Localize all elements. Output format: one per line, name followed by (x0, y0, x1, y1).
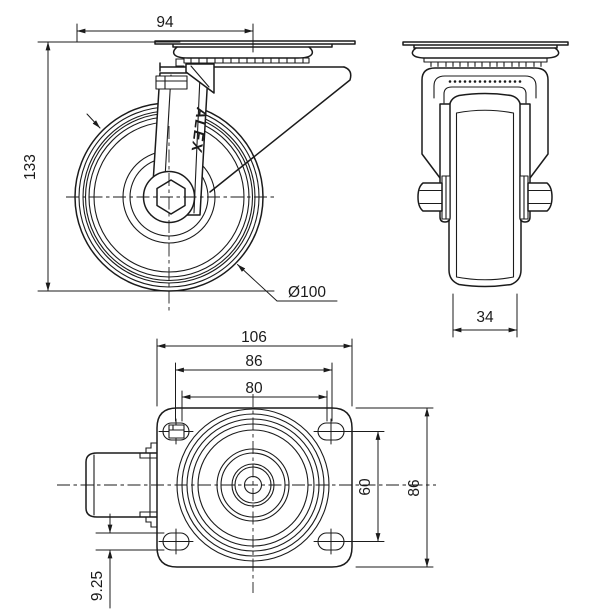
bolt-head-tl-lines (168, 424, 185, 431)
dim-wheel-width: 34 (476, 309, 494, 326)
bolt-slot-tl (162, 422, 190, 441)
dimension-wheel-width: 34 (452, 293, 518, 338)
axle-nut-right-facets (527, 189, 551, 205)
dimension-plate-width: 86 (355, 407, 434, 568)
mounting-plate-plan (156, 407, 353, 568)
bolt-head-tl (168, 424, 185, 439)
fork-tab-plan-top (139, 442, 158, 459)
front-view: ALEX 94 133 Ø100 (22, 14, 356, 312)
swivel-head-side (421, 67, 549, 179)
wheel-plan-inner-lines (93, 452, 151, 518)
dim-bolt-span-narrow: 80 (245, 380, 263, 397)
swivel-crown-front (172, 46, 314, 59)
dim-slot-width: 9.25 (89, 571, 106, 601)
extension-line (37, 41, 275, 292)
bolt-slot-bl (162, 532, 190, 551)
mounting-plate-side (402, 41, 569, 49)
axle-nut-right (527, 182, 553, 212)
dim-overall-height: 133 (22, 154, 39, 180)
dimension-swivel-radius: 94 (76, 14, 254, 53)
dim-plate-width: 86 (406, 479, 423, 496)
bolt-slot-tr (317, 422, 345, 441)
dimension-wheel-diameter: Ø100 (237, 264, 338, 302)
swivel-crown-side (411, 47, 560, 59)
dimension-bolt-span-narrow: 80 (181, 380, 328, 422)
fork-tab-lines (155, 75, 188, 90)
extension-line (175, 362, 333, 422)
bolt-slots (158, 418, 349, 555)
dimension-overall-height: 133 (22, 41, 275, 292)
axle-nut-left-facets (419, 189, 443, 205)
inner-lip-side (443, 86, 527, 104)
axle-nut-left (417, 182, 443, 212)
fork-tab-plan-bottom (139, 511, 158, 528)
inner-race-side (433, 75, 537, 99)
mounting-plate-front (154, 40, 356, 48)
ball-race-ticks-side (430, 61, 542, 67)
bearing-balls (448, 80, 522, 83)
dim-wheel-diameter: Ø100 (288, 284, 326, 301)
wheel-tread-edges-side (455, 109, 515, 281)
rear-fork-leg-front (209, 66, 352, 193)
extension-line (95, 532, 165, 609)
extension-line (355, 407, 434, 568)
ball-race-side (423, 57, 548, 63)
bolt-slot-br (317, 532, 345, 551)
ball-race-ticks-front (190, 57, 304, 64)
dimension-bolt-span-wide: 86 (175, 353, 333, 422)
dimension-slot-width: 9.25 (89, 513, 165, 609)
leader-line (237, 264, 338, 302)
wheel-side (448, 92, 522, 288)
extension-line (156, 338, 353, 407)
brand-logo: ALEX (187, 106, 210, 155)
plan-view: 106 86 80 60 86 9. (57, 329, 436, 609)
fork-tab-front (155, 75, 188, 90)
dim-bolt-span-vertical: 60 (357, 478, 374, 496)
dim-plate-length: 106 (241, 329, 267, 346)
tread-pointer-arrow (86, 113, 101, 129)
dim-swivel-radius: 94 (156, 14, 174, 31)
fork-crown-bevel (190, 65, 210, 88)
dim-bolt-span-wide: 86 (245, 353, 262, 370)
side-view: 34 (402, 41, 569, 338)
dimension-bolt-span-vertical: 60 (339, 431, 385, 542)
fork-crown-cap (185, 63, 215, 94)
dimension-plate-length: 106 (156, 329, 353, 407)
